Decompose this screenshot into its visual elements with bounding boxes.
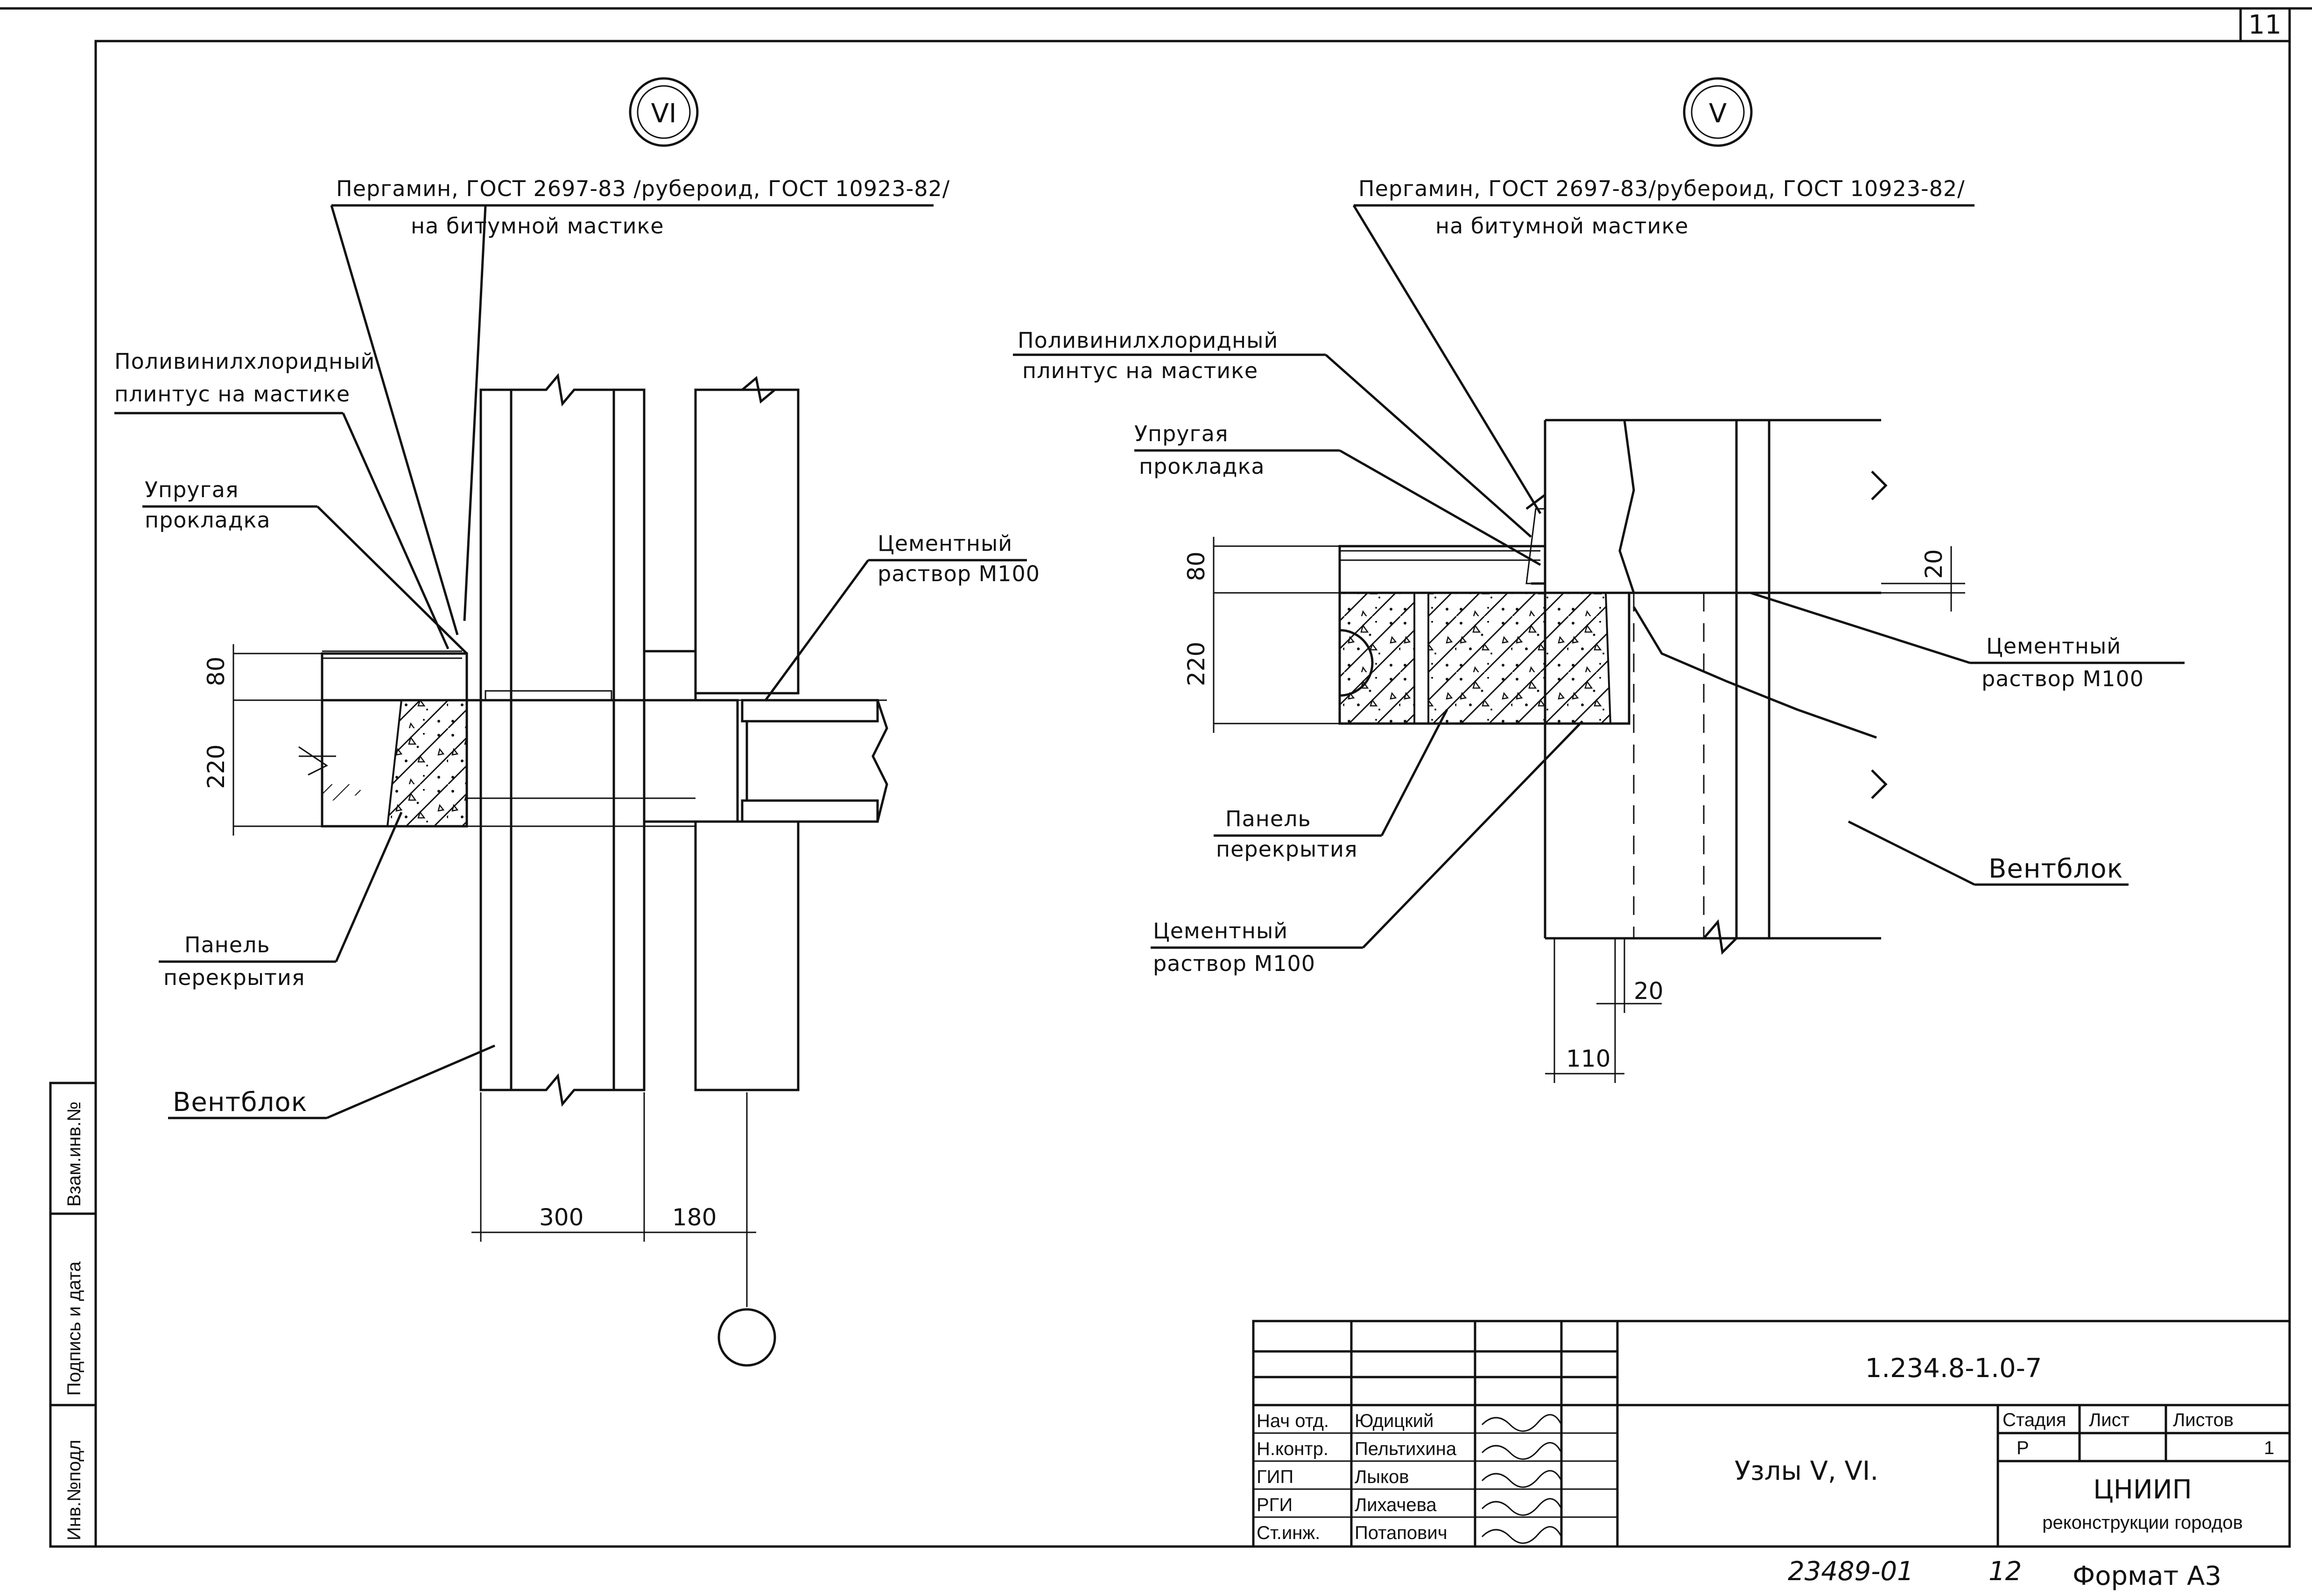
title-block-role: Н.контр.	[1257, 1439, 1328, 1459]
title-block-stage-hdr: Стадия	[2003, 1410, 2066, 1430]
node-vi-dim-300: 300	[539, 1204, 583, 1231]
node-vi-plintus-2: плинтус на мастике	[114, 381, 350, 407]
title-block-name: Потапович	[1355, 1523, 1448, 1543]
node-v-cement-a-1: Цементный	[1986, 633, 2121, 659]
node-v-cement-b-2: раствор М100	[1153, 951, 1315, 976]
format-label: Формат А3	[2073, 1561, 2221, 1591]
title-block-name: Пельтихина	[1355, 1439, 1457, 1459]
node-vi-dim-80: 80	[203, 656, 230, 686]
node-v-pergamin-1: Пергамин, ГОСТ 2697-83/рубероид, ГОСТ 10…	[1358, 176, 1965, 201]
node-v-dim-20h: 20	[1634, 977, 1664, 1005]
title-block-role: РГИ	[1257, 1495, 1293, 1515]
node-vi-pergamin-1: Пергамин, ГОСТ 2697-83 /рубероид, ГОСТ 1…	[336, 176, 950, 201]
node-vi-uprug-1: Упругая	[145, 477, 239, 502]
title-block-role: ГИП	[1257, 1467, 1293, 1487]
node-v-cement-a-2: раствор М100	[1982, 666, 2144, 691]
title-block-name: Лыков	[1355, 1467, 1409, 1487]
node-v-dim-110: 110	[1566, 1045, 1610, 1072]
node-vi-cement-2: раствор М100	[878, 561, 1040, 586]
title-block: 1.234.8-1.0-7 Узлы V, VI. Стадия Лист Ли…	[1252, 1320, 2291, 1548]
signature-icon	[1481, 1414, 1562, 1432]
node-vi-ventblok: Вентблок	[173, 1087, 308, 1118]
node-v-plintus-1: Поливинилхлоридный	[1018, 328, 1278, 353]
signature-icon	[1481, 1526, 1562, 1544]
title-block-stage: Р	[2017, 1438, 2029, 1458]
node-vi-cement-1: Цементный	[878, 531, 1012, 556]
sheet-frame: 11	[0, 7, 2312, 1548]
title-block-role: Нач отд.	[1257, 1411, 1329, 1431]
node-vi-pergamin-2: на битумной мастике	[411, 213, 664, 239]
node-v-dim-80: 80	[1183, 551, 1210, 581]
node-v-uprug-1: Упругая	[1134, 421, 1229, 446]
side-stamp: Инв.№подл Подпись и дата Взам.инв.№	[49, 1082, 97, 1548]
node-v-pergamin-2: на битумной мастике	[1435, 213, 1689, 239]
node-vi-dim-220: 220	[203, 745, 230, 789]
signature-icon	[1481, 1498, 1562, 1516]
title-block-designation: 1.234.8-1.0-7	[1865, 1353, 2042, 1384]
node-v-dim-20v: 20	[1920, 549, 1947, 579]
bottom-number-left: 23489-01	[1788, 1556, 1914, 1587]
sheet-number: 11	[2248, 10, 2281, 40]
title-block-sheets-hdr: Листов	[2173, 1410, 2234, 1430]
node-v-panel-1: Панель	[1225, 806, 1311, 831]
node-vi: VI Пергамин, ГОСТ 2697-83 /рубероид, ГОС…	[114, 77, 1040, 1367]
node-vi-panel-1: Панель	[184, 932, 270, 957]
node-vi-plintus-1: Поливинилхлоридный	[114, 349, 375, 374]
node-v: V Пергамин, ГОСТ 2697-83/рубероид, ГОСТ …	[1013, 77, 2185, 1083]
node-v-cement-b-1: Цементный	[1153, 918, 1288, 943]
node-vi-dim-180: 180	[672, 1204, 717, 1231]
side-stamp-inv-podl: Инв.№подл	[64, 1440, 84, 1540]
title-block-role: Ст.инж.	[1257, 1523, 1320, 1543]
node-v-panel-2: перекрытия	[1216, 837, 1358, 862]
title-block-sheet-hdr: Лист	[2089, 1410, 2129, 1430]
title-block-name: Юдицкий	[1355, 1411, 1434, 1431]
node-v-dim-220: 220	[1183, 642, 1210, 686]
node-v-marker: V	[1709, 98, 1727, 129]
signature-icon	[1481, 1442, 1562, 1460]
signature-icon	[1481, 1470, 1562, 1488]
title-block-title: Узлы V, VI.	[1735, 1456, 1878, 1486]
node-vi-panel-2: перекрытия	[163, 965, 305, 990]
node-v-ventblok: Вентблок	[1989, 854, 2123, 884]
title-block-name: Лихачева	[1355, 1495, 1437, 1515]
title-block-org-2: реконструкции городов	[2042, 1512, 2243, 1533]
node-vi-marker: VI	[651, 98, 677, 129]
node-vi-uprug-2: прокладка	[145, 507, 271, 533]
node-v-plintus-2: плинтус на мастике	[1022, 358, 1258, 383]
node-v-uprug-2: прокладка	[1139, 454, 1265, 479]
bottom-number-right: 12	[1989, 1556, 2022, 1587]
title-block-org-1: ЦНИИП	[2093, 1475, 2192, 1505]
title-block-sheets: 1	[2264, 1438, 2274, 1458]
side-stamp-vzam: Взам.инв.№	[64, 1101, 84, 1207]
side-stamp-podpis: Подпись и дата	[64, 1261, 84, 1396]
